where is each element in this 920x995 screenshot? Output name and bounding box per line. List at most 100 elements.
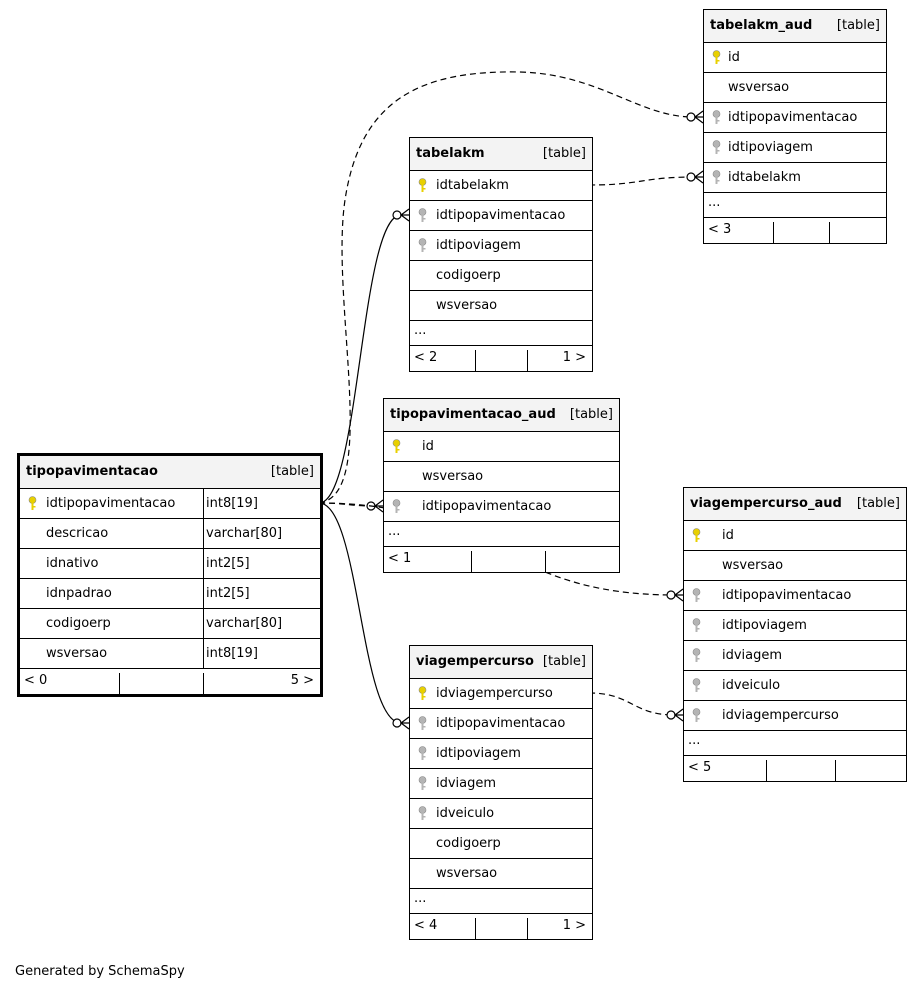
- primary-key-icon: [392, 439, 401, 453]
- children-count[interactable]: 1 >: [562, 918, 586, 933]
- column-row[interactable]: idtipopavimentacao: [704, 103, 886, 133]
- column-row[interactable]: id: [684, 521, 906, 551]
- parents-count[interactable]: < 4: [414, 918, 438, 933]
- table-header[interactable]: tabelakm[table]: [410, 138, 592, 171]
- foreign-key-icon: [712, 110, 721, 124]
- more-ellipsis: ...: [388, 524, 401, 539]
- footer-text: Generated by SchemaSpy: [15, 964, 185, 979]
- column-type: int2[5]: [206, 586, 250, 601]
- table-nav: < 2 1 >: [410, 346, 592, 371]
- optional-marker: [392, 718, 402, 728]
- foreign-key-icon: [418, 716, 427, 730]
- crowfoot-marker: [694, 170, 704, 184]
- optional-marker: [686, 112, 696, 122]
- column-row[interactable]: idtipopavimentacao: [410, 709, 592, 739]
- column-row[interactable]: idtipopavimentacao: [684, 581, 906, 611]
- column-row[interactable]: idtipopavimentacao int8[19]: [20, 489, 320, 519]
- column-row[interactable]: idtipopavimentacao: [410, 201, 592, 231]
- column-row[interactable]: idtipopavimentacao: [384, 492, 619, 522]
- more-columns: ...: [704, 193, 886, 218]
- column-row[interactable]: idtipoviagem: [704, 133, 886, 163]
- table-tabelakm[interactable]: tabelakm[table] idtabelakm idtipopavimenta…: [409, 137, 593, 372]
- foreign-key-icon: [692, 618, 701, 632]
- foreign-key-icon: [692, 678, 701, 692]
- column-name: wsversao: [722, 558, 784, 573]
- column-row[interactable]: wsversao: [410, 859, 592, 889]
- column-name: idtipopavimentacao: [46, 496, 176, 511]
- foreign-key-icon: [692, 648, 701, 662]
- parents-count[interactable]: < 3: [708, 222, 732, 237]
- column-type: int8[19]: [206, 496, 258, 511]
- table-tag: [table]: [836, 18, 880, 33]
- column-name: wsversao: [436, 866, 498, 881]
- table-name: viagempercurso_aud: [690, 496, 842, 511]
- column-row[interactable]: codigoerp: [410, 829, 592, 859]
- column-name: wsversao: [46, 646, 108, 661]
- column-name: idviagempercurso: [722, 708, 839, 723]
- column-row[interactable]: idtabelakm: [704, 163, 886, 193]
- foreign-key-icon: [418, 806, 427, 820]
- column-row[interactable]: idviagem: [684, 641, 906, 671]
- table-header[interactable]: viagempercurso_aud [table]: [684, 488, 906, 521]
- foreign-key-icon: [418, 746, 427, 760]
- table-tag: [table]: [569, 407, 613, 422]
- column-row[interactable]: id: [384, 432, 619, 462]
- column-row[interactable]: idtipoviagem: [410, 231, 592, 261]
- table-name: tabelakm: [416, 146, 485, 161]
- table-name: tipopavimentacao_aud: [390, 407, 556, 422]
- table-tag: [table]: [856, 496, 900, 511]
- column-row[interactable]: idviagem: [410, 769, 592, 799]
- column-row[interactable]: idtipoviagem: [684, 611, 906, 641]
- primary-key-icon: [692, 528, 701, 542]
- children-count[interactable]: 1 >: [562, 350, 586, 365]
- table-nav: < 5: [684, 756, 906, 781]
- column-name: idtabelakm: [436, 178, 509, 193]
- column-row[interactable]: idveiculo: [684, 671, 906, 701]
- parents-count[interactable]: < 2: [414, 350, 438, 365]
- children-count[interactable]: 5 >: [290, 673, 314, 688]
- table-header[interactable]: tipopavimentacao_aud [table]: [384, 399, 619, 432]
- more-columns: ...: [684, 731, 906, 756]
- table-nav: < 1: [384, 547, 619, 572]
- relationship-line: [588, 692, 676, 716]
- column-row[interactable]: wsversao: [704, 73, 886, 103]
- column-row[interactable]: wsversao: [384, 462, 619, 492]
- primary-key-icon: [28, 496, 37, 510]
- table-header[interactable]: tabelakm_aud[table]: [704, 10, 886, 43]
- column-type: varchar[80]: [206, 526, 283, 541]
- column-row[interactable]: codigoerp: [410, 261, 592, 291]
- column-row[interactable]: id: [704, 43, 886, 73]
- relationship-line: [318, 214, 402, 504]
- column-name: id: [422, 439, 434, 454]
- table-tipopavimentacao[interactable]: tipopavimentacao[table]idtipopavimentaca…: [17, 453, 323, 697]
- column-name: idtipoviagem: [436, 746, 521, 761]
- column-name: id: [728, 50, 740, 65]
- column-row[interactable]: idveiculo: [410, 799, 592, 829]
- column-row[interactable]: wsversao: [410, 291, 592, 321]
- column-name: id: [722, 528, 734, 543]
- table-viagempercurso_aud[interactable]: viagempercurso_aud [table] id wsversao idtip…: [683, 487, 907, 782]
- column-name: idveiculo: [722, 678, 781, 693]
- table-name: tipopavimentacao: [26, 464, 158, 479]
- crowfoot-marker: [694, 110, 704, 124]
- crowfoot-marker: [374, 499, 384, 513]
- parents-count[interactable]: < 0: [24, 673, 48, 688]
- column-row[interactable]: idviagempercurso: [684, 701, 906, 731]
- column-row[interactable]: idtipoviagem: [410, 739, 592, 769]
- column-row[interactable]: idviagempercurso: [410, 679, 592, 709]
- table-header[interactable]: viagempercurso[table]: [410, 646, 592, 679]
- column-row[interactable]: wsversao: [684, 551, 906, 581]
- parents-count[interactable]: < 1: [388, 551, 412, 566]
- column-row[interactable]: idtabelakm: [410, 171, 592, 201]
- parents-count[interactable]: < 5: [688, 760, 712, 775]
- table-header[interactable]: tipopavimentacao[table]: [20, 456, 320, 489]
